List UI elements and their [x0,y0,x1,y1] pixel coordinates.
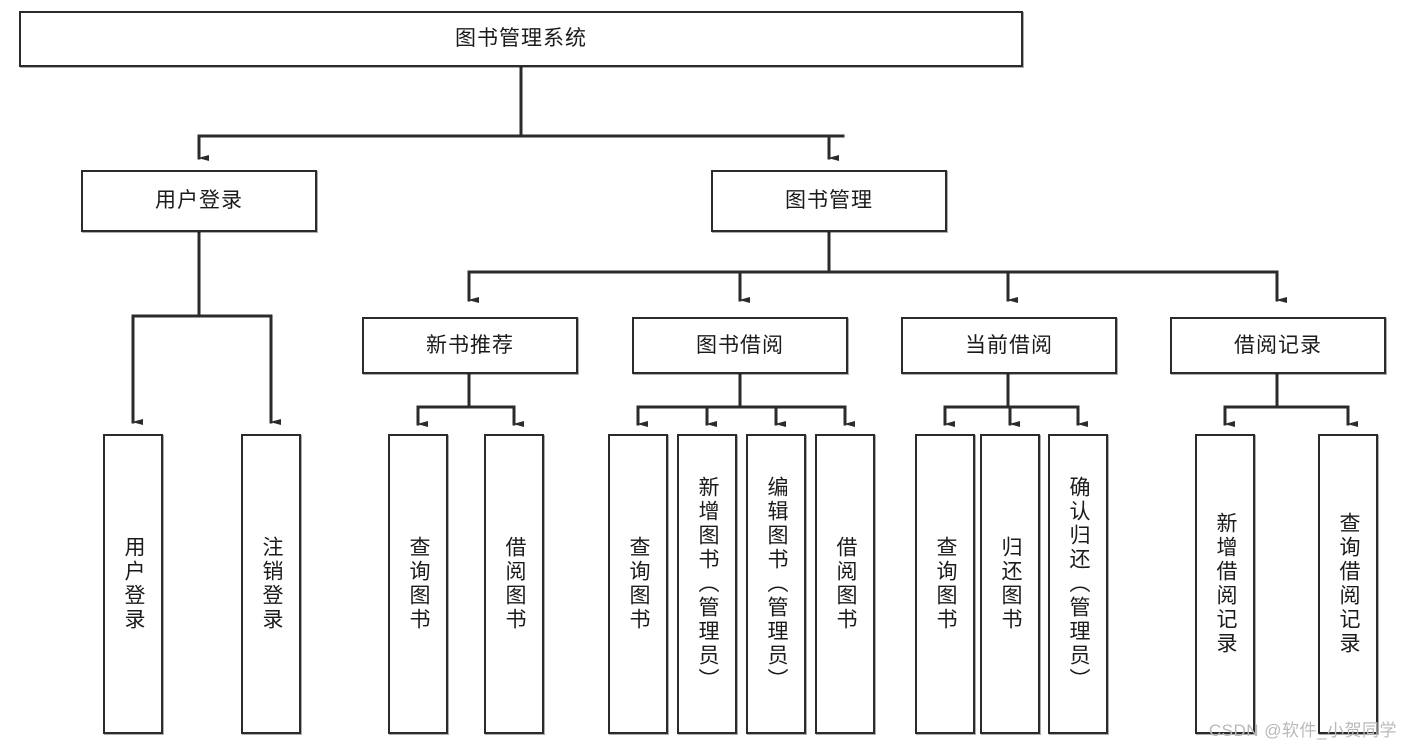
node-leaf-confirm-return-admin[interactable]: 确认归还（管理员） [1048,434,1108,734]
node-leaf-borrow-book[interactable]: 借阅图书 [815,434,875,734]
node-leaf-add-book-admin[interactable]: 新增图书（管理员） [677,434,737,734]
node-leaf-query-book-borrow[interactable]: 查询图书 [608,434,668,734]
node-label: 当前借阅 [965,333,1053,357]
node-book-management[interactable]: 图书管理 [711,170,947,232]
node-label: 查询借阅记录 [1337,512,1361,656]
node-label: 编辑图书（管理员） [765,476,789,692]
node-label: 用户登录 [155,189,243,213]
watermark-text: CSDN @软件_小贺同学 [1208,721,1397,740]
node-label: 借阅图书 [834,536,858,632]
node-leaf-user-login[interactable]: 用户登录 [103,434,163,734]
node-label: 归还图书 [999,536,1023,632]
node-borrow-record[interactable]: 借阅记录 [1170,317,1386,374]
node-current-borrow[interactable]: 当前借阅 [901,317,1117,374]
node-label: 图书管理系统 [455,27,587,51]
node-leaf-add-borrow-record[interactable]: 新增借阅记录 [1195,434,1255,734]
node-leaf-return-book[interactable]: 归还图书 [980,434,1040,734]
node-label: 借阅记录 [1234,333,1322,357]
node-label: 图书借阅 [696,333,784,357]
node-label: 新增图书（管理员） [696,476,720,692]
node-leaf-query-book-current[interactable]: 查询图书 [915,434,975,734]
node-leaf-borrow-book-recommend[interactable]: 借阅图书 [484,434,544,734]
node-leaf-query-book-recommend[interactable]: 查询图书 [388,434,448,734]
node-label: 图书管理 [785,189,873,213]
node-label: 新增借阅记录 [1214,512,1238,656]
node-book-borrow[interactable]: 图书借阅 [632,317,848,374]
node-label: 注销登录 [260,536,284,632]
node-label: 查询图书 [407,536,431,632]
node-leaf-query-borrow-record[interactable]: 查询借阅记录 [1318,434,1378,734]
node-label: 查询图书 [627,536,651,632]
node-label: 查询图书 [934,536,958,632]
node-leaf-logout[interactable]: 注销登录 [241,434,301,734]
node-new-book-recommend[interactable]: 新书推荐 [362,317,578,374]
node-user-login[interactable]: 用户登录 [81,170,317,232]
node-label: 用户登录 [122,536,146,632]
node-leaf-edit-book-admin[interactable]: 编辑图书（管理员） [746,434,806,734]
node-label: 借阅图书 [503,536,527,632]
node-label: 确认归还（管理员） [1067,476,1091,692]
node-root-system[interactable]: 图书管理系统 [19,11,1023,67]
node-label: 新书推荐 [426,333,514,357]
